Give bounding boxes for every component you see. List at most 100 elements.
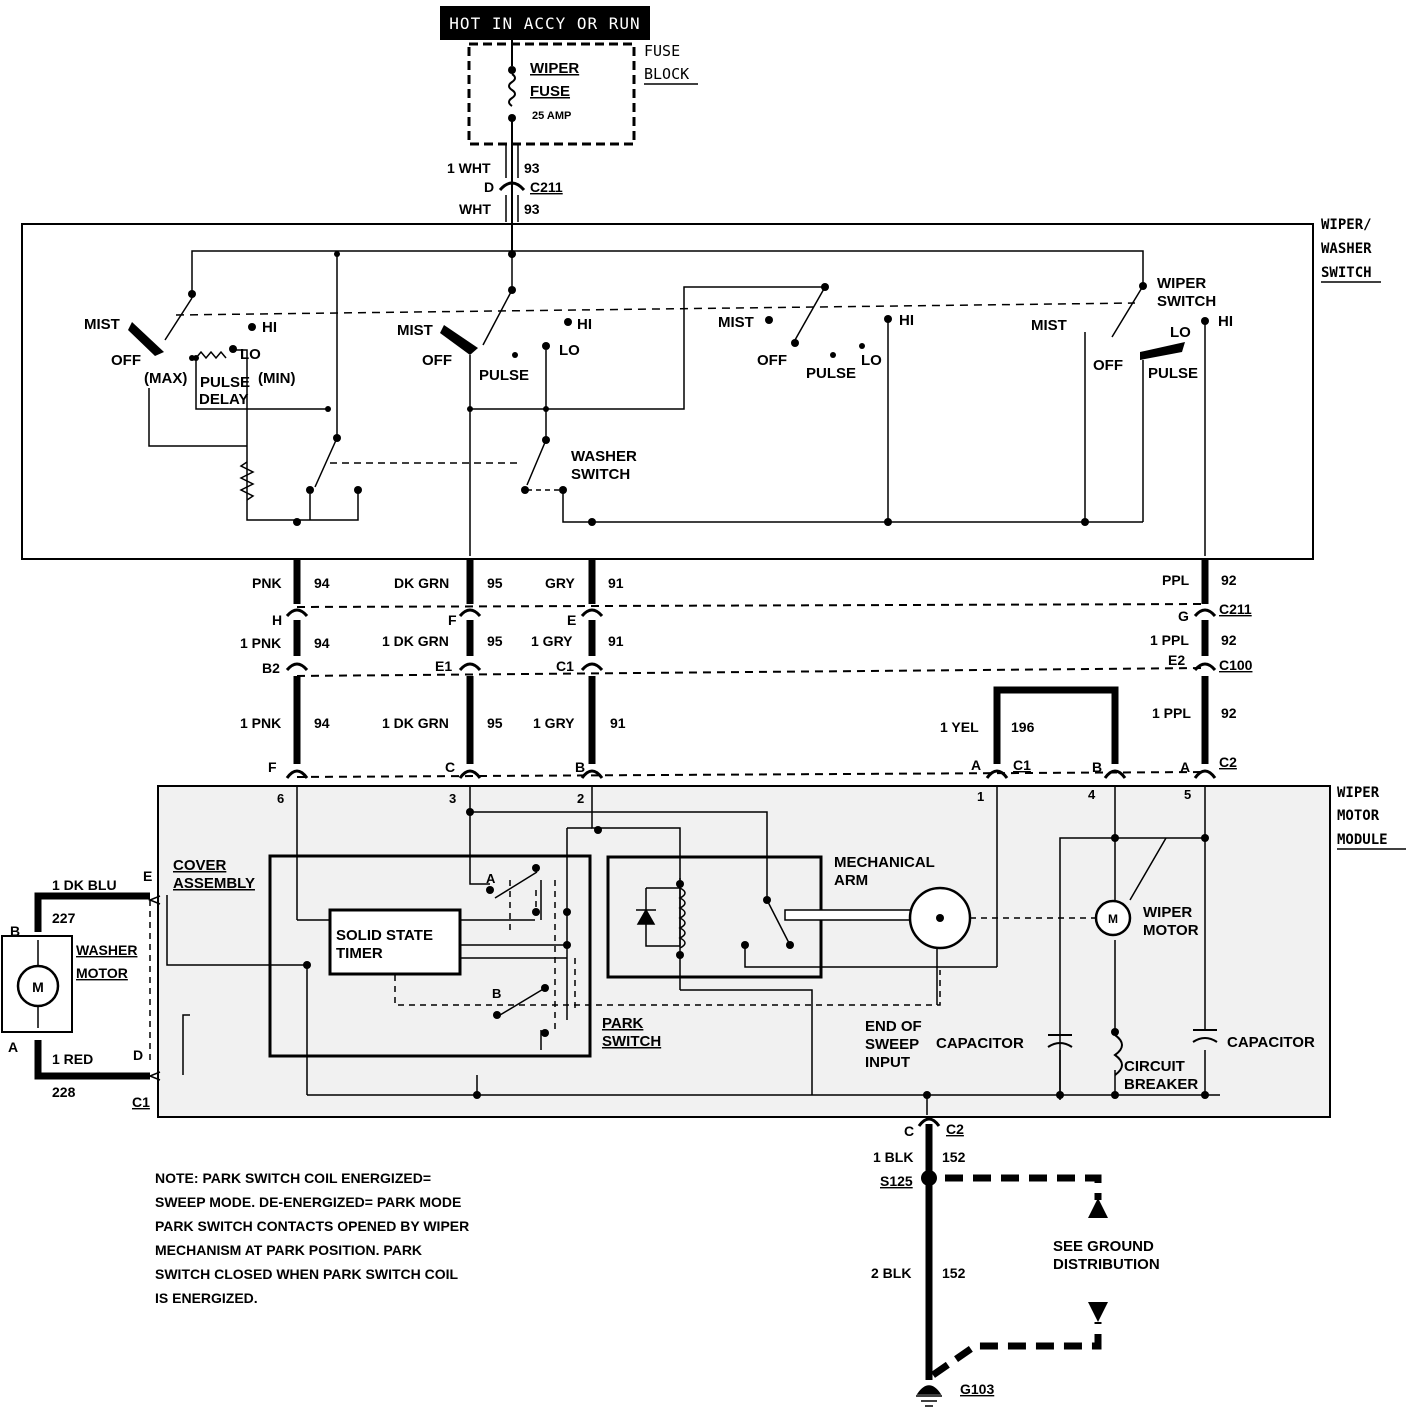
h-row1-wire-2: DK GRN [394,575,449,591]
cover-assembly-box [268,854,592,1058]
washer-motor-symbol: M [32,979,44,995]
deck4-mist: MIST [1031,317,1067,334]
c211-pin-f: F [448,612,457,628]
note-line: MECHANISM AT PARK POSITION. PARK [155,1242,422,1258]
note-line: SWEEP MODE. DE-ENERGIZED= PARK MODE [155,1194,461,1210]
h-row2-ckt-4: 92 [1221,632,1237,648]
note-line: SWITCH CLOSED WHEN PARK SWITCH COIL [155,1266,459,1282]
feed-wire-color-2: WHT [459,201,491,217]
module-pin-a2: A [1180,759,1190,775]
module-pin-b2: B [1092,759,1102,775]
capacitor-left-label: CAPACITOR [936,1035,1024,1052]
deck4-pulse: PULSE [1148,365,1198,382]
h-row2-wire-1: 1 PNK [240,635,281,651]
washer-wire-top: 1 DK BLU [52,877,117,893]
h-row2-ckt-2: 95 [487,633,503,649]
end-of-sweep-label: END OF [865,1018,922,1035]
c211-pin-g: G [1178,608,1189,624]
capacitor-right-icon [1192,1029,1218,1043]
circuit-breaker-label: CIRCUIT [1124,1058,1185,1075]
switch-box-title: WIPER/ [1321,217,1372,233]
h-row1-wire-1: PNK [252,575,282,591]
switch-contacts [128,250,1209,526]
module-internal-wiring [166,786,1220,1115]
terminal-2: 2 [577,791,584,806]
feed-wire-color: 1 WHT [447,160,491,176]
wiper-washer-switch-box [21,223,1314,560]
fuse-block-title-2: BLOCK [644,65,689,83]
feed-circuit-2: 93 [524,201,540,217]
h-row3-wire-5: 1 PPL [1152,705,1191,721]
h-row3-ckt-3: 91 [610,715,626,731]
c100-pin-e2: E2 [1168,652,1185,668]
h-row3-ckt-5: 92 [1221,705,1237,721]
fuse-rating: 25 AMP [532,110,571,122]
ground-pin: C [904,1123,914,1139]
circuit-breaker-label-2: BREAKER [1124,1076,1198,1093]
ground-arrow-down-icon [1088,1302,1108,1322]
h-row3-ckt-2: 95 [487,715,503,731]
relay-coil-icon [678,887,686,949]
h-row3-ckt-1: 94 [314,715,330,731]
c100-pin-c1: C1 [556,658,574,674]
washer-wire-bottom: 1 RED [52,1051,93,1067]
see-ground-label-2: DISTRIBUTION [1053,1256,1160,1273]
module-pin-c: C [445,759,455,775]
solid-state-timer [328,908,462,976]
deck1-max: (MAX) [144,370,187,387]
ground-symbol-icon [916,1385,942,1407]
deck2-off: OFF [422,352,452,369]
deck1-delay: DELAY [199,391,248,408]
terminal-6: 6 [277,791,284,806]
deck2-pulse: PULSE [479,367,529,384]
h-row3-wire-1: 1 PNK [240,715,281,731]
wiper-motor-label-2: MOTOR [1143,922,1199,939]
deck2-lo: LO [559,342,580,359]
module-junctions [303,808,1209,1099]
capacitor-right-label: CAPACITOR [1227,1034,1315,1051]
deck3-off: OFF [757,352,787,369]
delay-resistor-icon [195,350,227,360]
h-row2-wire-3: 1 GRY [531,633,573,649]
h-row3-wire-3: 1 GRY [533,715,575,731]
fuse-name-2: FUSE [530,83,570,100]
deck4-lo: LO [1170,324,1191,341]
capacitor-left-icon [1047,1034,1073,1048]
c100-pin-b2: B2 [262,660,280,676]
note-line: IS ENERGIZED. [155,1290,258,1306]
ground-conn: C2 [946,1121,964,1137]
mech-arm-label-2: ARM [834,872,868,889]
h-row1-ckt-2: 95 [487,575,503,591]
deck1-min: (MIN) [258,370,296,387]
wiper-motor-label: WIPER [1143,904,1192,921]
timer-label: SOLID STATE [336,927,433,944]
h-row1-ckt-1: 94 [314,575,330,591]
note-block: NOTE: PARK SWITCH COIL ENERGIZED= SWEEP … [155,1170,469,1306]
ground-circuit [916,1117,1108,1407]
terminal-3: 3 [449,791,456,806]
deck3-mist: MIST [718,314,754,331]
see-ground-label: SEE GROUND [1053,1238,1154,1255]
terminal-5: 5 [1184,787,1191,802]
feed-circuit: 93 [524,160,540,176]
deck2-mist: MIST [397,322,433,339]
h-row1-wire-4: PPL [1162,572,1190,588]
timer-label-2: TIMER [336,945,383,962]
switch-box-title-3: SWITCH [1321,265,1372,281]
note-line: PARK SWITCH CONTACTS OPENED BY WIPER [155,1218,469,1234]
connector-dashes [296,603,1206,778]
h-row1-ckt-4: 92 [1221,572,1237,588]
washer-circuit-top: 227 [52,910,76,926]
deck4-switch: SWITCH [1157,293,1216,310]
diode-icon [636,908,656,925]
washer-switch-label: WASHER [571,448,637,465]
deck4-off: OFF [1093,357,1123,374]
c211-pin-h: H [272,612,282,628]
terminal-4: 4 [1088,787,1096,802]
deck4-hi: HI [1218,313,1233,330]
module-title-2: MOTOR [1337,808,1380,824]
fuse-icon [508,73,516,107]
hot-banner: HOT IN ACCY OR RUN [440,6,650,40]
deck1-mist: MIST [84,316,120,333]
module-title: WIPER [1337,785,1380,801]
